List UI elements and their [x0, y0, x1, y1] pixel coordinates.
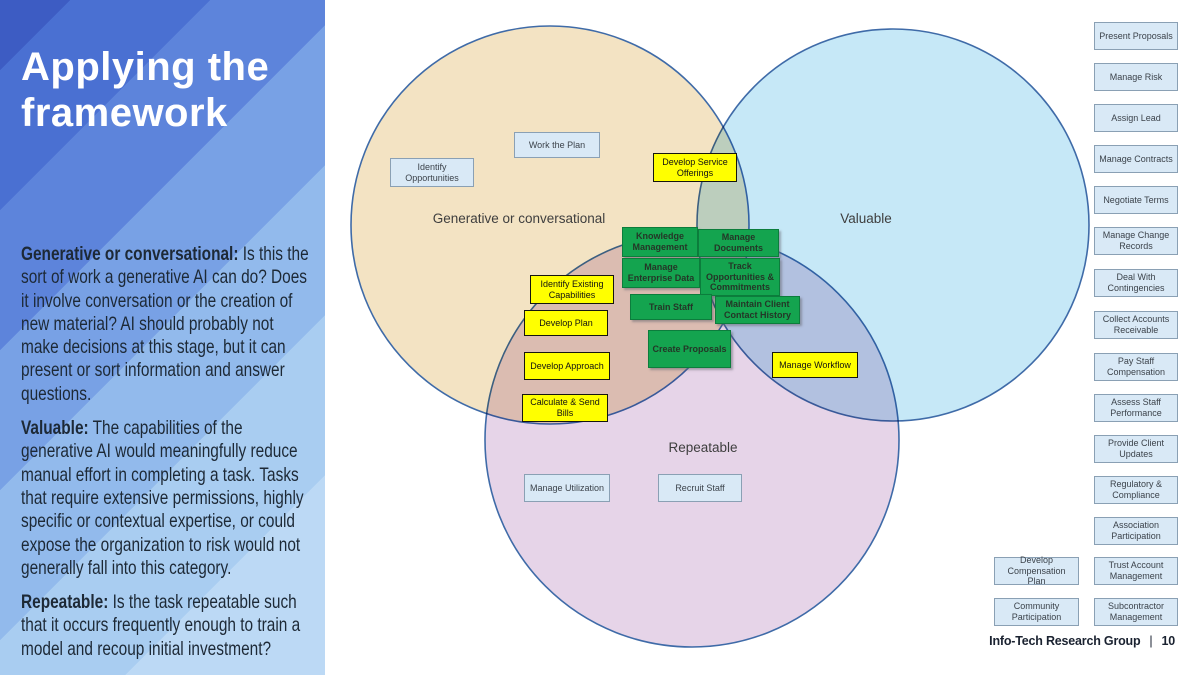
page-title-line1: Applying the: [21, 45, 270, 89]
label-repeatable-circle: Repeatable: [668, 440, 738, 455]
paragraph-valuable: Valuable: The capabilities of the genera…: [21, 417, 315, 580]
task-box-develop-compensation-plan: Develop Compensation Plan: [994, 555, 1079, 586]
task-box-manage-documents: Manage Documents: [698, 229, 779, 257]
footer-brand: Info-Tech Research Group: [989, 634, 1141, 648]
task-box-manage-change-records: Manage Change Records: [1094, 227, 1178, 255]
task-box-negotiate-terms: Negotiate Terms: [1094, 186, 1178, 214]
page-title: Applying the framework: [21, 44, 321, 136]
label-valuable-circle: Valuable: [840, 211, 892, 226]
task-box-collect-accounts-receivable: Collect Accounts Receivable: [1094, 311, 1178, 339]
task-box-develop-approach: Develop Approach: [524, 352, 610, 380]
task-box-manage-contracts: Manage Contracts: [1094, 145, 1178, 173]
footer-separator: |: [1149, 634, 1153, 648]
task-box-identify-existing-capabilities: Identify Existing Capabilities: [530, 275, 614, 304]
task-box-identify-opportunities: Identify Opportunities: [390, 158, 474, 187]
task-box-train-staff: Train Staff: [630, 294, 712, 320]
task-box-subcontractor-management: Subcontractor Management: [1094, 598, 1178, 626]
paragraph-repeatable-lead: Repeatable:: [21, 591, 109, 614]
venn-diagram: Generative or conversational Valuable Re…: [325, 0, 1200, 675]
page-title-line2: framework: [21, 91, 228, 135]
task-box-track-opportunities-commitments: Track Opportunities & Commitments: [700, 258, 780, 296]
task-box-regulatory-compliance: Regulatory & Compliance: [1094, 476, 1178, 504]
task-box-knowledge-management: Knowledge Management: [622, 227, 698, 257]
task-box-provide-client-updates: Provide Client Updates: [1094, 435, 1178, 463]
paragraph-generative: Generative or conversational: Is this th…: [21, 243, 315, 406]
task-box-create-proposals: Create Proposals: [648, 330, 731, 368]
task-box-develop-service-offerings: Develop Service Offerings: [653, 153, 737, 182]
footer: Info-Tech Research Group | 10: [989, 634, 1175, 648]
paragraph-valuable-lead: Valuable:: [21, 417, 89, 440]
paragraph-repeatable-body: Is the task repeatable such that it occu…: [21, 591, 301, 660]
task-box-calculate-send-bills: Calculate & Send Bills: [522, 394, 608, 422]
sidebar: Applying the framework Generative or con…: [0, 0, 325, 675]
task-box-work-the-plan: Work the Plan: [514, 132, 600, 158]
task-box-manage-risk: Manage Risk: [1094, 63, 1178, 91]
task-box-trust-account-management: Trust Account Management: [1094, 557, 1178, 585]
task-box-present-proposals: Present Proposals: [1094, 22, 1178, 50]
venn-circles: [350, 25, 1090, 648]
paragraph-repeatable: Repeatable: Is the task repeatable such …: [21, 591, 315, 661]
task-box-recruit-staff: Recruit Staff: [658, 474, 742, 502]
task-box-maintain-client-contact-history: Maintain Client Contact History: [715, 296, 800, 324]
label-generative-circle: Generative or conversational: [432, 211, 606, 226]
task-box-community-participation: Community Participation: [994, 598, 1079, 626]
task-box-pay-staff-compensation: Pay Staff Compensation: [1094, 353, 1178, 381]
task-box-deal-with-contingencies: Deal With Contingencies: [1094, 269, 1178, 297]
task-box-assess-staff-performance: Assess Staff Performance: [1094, 394, 1178, 422]
task-box-assign-lead: Assign Lead: [1094, 104, 1178, 132]
sidebar-copy: Generative or conversational: Is this th…: [21, 243, 315, 672]
task-box-manage-workflow: Manage Workflow: [772, 352, 858, 378]
paragraph-generative-lead: Generative or conversational:: [21, 243, 239, 265]
task-box-develop-plan: Develop Plan: [524, 310, 608, 336]
task-box-association-participation: Association Participation: [1094, 517, 1178, 545]
paragraph-generative-body: Is this the sort of work a generative AI…: [21, 243, 309, 405]
task-box-manage-utilization: Manage Utilization: [524, 474, 610, 502]
footer-page-number: 10: [1161, 634, 1175, 648]
paragraph-valuable-body: The capabilities of the generative AI wo…: [21, 417, 304, 579]
task-box-manage-enterprise-data: Manage Enterprise Data: [622, 258, 700, 288]
